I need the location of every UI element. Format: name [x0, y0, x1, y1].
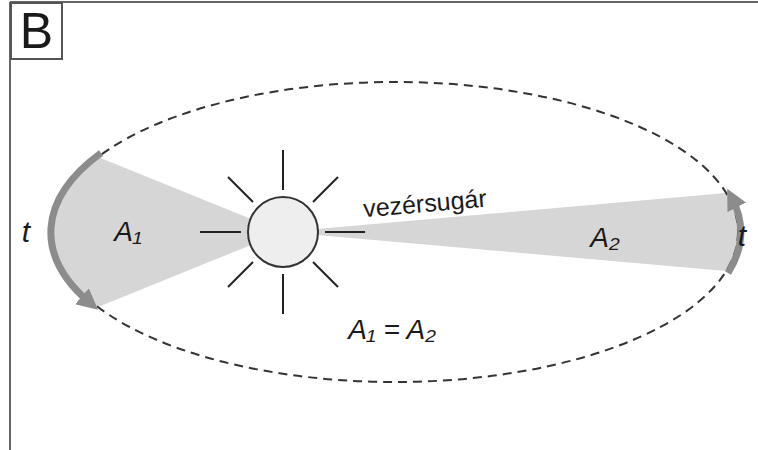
sun-rays: [200, 150, 365, 314]
panel-letter-box: B: [10, 2, 63, 60]
sun-symbol: [248, 197, 318, 267]
area-label: A₂: [590, 224, 619, 252]
frame-line: [10, 1, 758, 3]
area-sector: [283, 193, 738, 271]
orbit-ellipse: [52, 82, 738, 382]
area-label: A₁: [114, 218, 142, 246]
time-label: t: [22, 217, 30, 247]
frame-line: [9, 2, 11, 450]
radius-vector-label: vezérsugár: [362, 185, 487, 221]
time-label: t: [738, 221, 746, 251]
equation-label: A₁ = A₂: [348, 316, 436, 344]
panel-letter: B: [20, 6, 53, 56]
time-arrow: [51, 153, 101, 303]
